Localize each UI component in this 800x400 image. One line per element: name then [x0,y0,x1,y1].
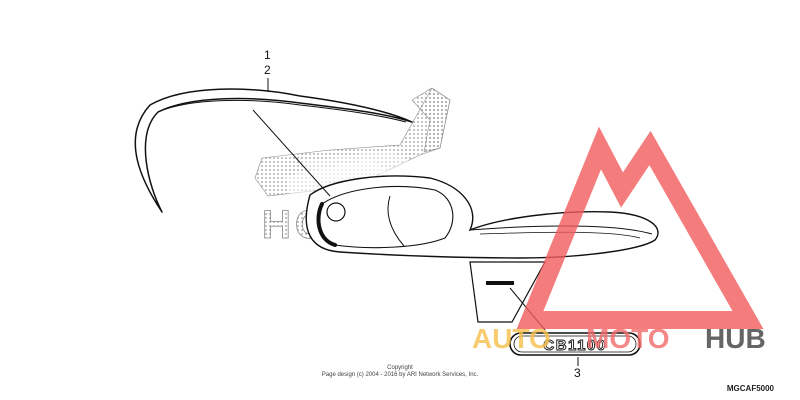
cb1100-emblem: CB1100 [509,332,641,356]
callout-part-3: 3 [574,366,581,380]
leader-line-part-1-2 [252,109,331,197]
callout-part-2: 2 [264,63,271,77]
watermark-word-hub: HUB [705,323,766,354]
emblem-text: CB1100 [543,337,606,354]
side-cover-outline [305,175,659,323]
honda-wing-logo [254,87,451,197]
diagram-code: MGCAF5000 [726,384,774,393]
callout-part-1: 1 [264,48,271,62]
autmotohub-watermark-logo [516,126,764,329]
watermark-word-auto: AUTO [472,323,551,354]
copyright-line-2: Page design (c) 2004 - 2016 by ARI Netwo… [321,372,479,378]
copyright-notice: Copyright Page design (c) 2004 - 2016 by… [300,365,500,379]
watermark-wordmark: AUTO MOTO HUB [472,323,766,354]
copyright-line-1: Copyright [387,365,413,371]
watermark-word-moto: MOTO [586,323,669,354]
